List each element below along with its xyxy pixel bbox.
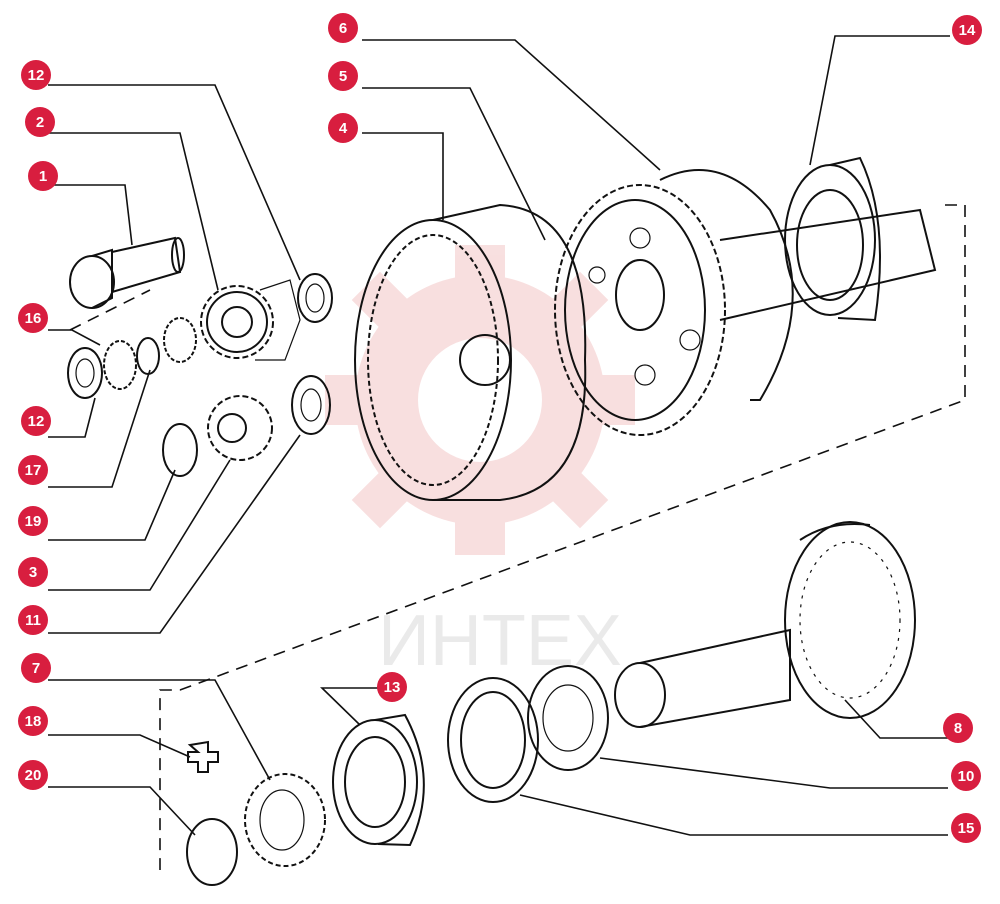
callout-18: 18: [18, 706, 48, 736]
part-10-spacer: [527, 665, 609, 771]
callout-3: 3: [18, 557, 48, 587]
callout-7: 7: [21, 653, 51, 683]
assembly-dashed-lines: [69, 204, 966, 870]
callout-10: 10: [951, 761, 981, 791]
callout-1: 1: [28, 161, 58, 191]
watermark-text: ИНТЕХ: [378, 601, 622, 681]
callout-8-label: 8: [954, 720, 962, 737]
callout-20-label: 20: [25, 767, 42, 784]
callout-12-bottom-label: 12: [28, 413, 45, 430]
part-8-hub-shaft: [614, 521, 916, 728]
callout-6: 6: [328, 13, 358, 43]
callout-11: 11: [18, 605, 48, 635]
part-14-bearing: [784, 156, 881, 322]
callout-16-label: 16: [25, 310, 42, 327]
callout-12-top-label: 12: [28, 67, 45, 84]
leader-lines: [48, 35, 950, 836]
part-18-key: [187, 740, 219, 773]
watermark: ИНТЕХ: [325, 245, 635, 681]
part-15-seal: [447, 677, 539, 803]
callout-20: 20: [18, 760, 48, 790]
callout-3-label: 3: [29, 564, 37, 581]
part-13-bearing: [332, 713, 425, 847]
callout-12-bottom: 12: [21, 406, 51, 436]
callout-19: 19: [18, 506, 48, 536]
part-6-circlip: [659, 169, 794, 401]
callout-5: 5: [328, 61, 358, 91]
callout-5-label: 5: [339, 68, 347, 85]
part-2-planet-gear: [200, 279, 301, 361]
part-11-washer: [291, 375, 331, 435]
callout-16: 16: [18, 303, 48, 333]
callout-10-label: 10: [958, 768, 975, 785]
callout-8: 8: [943, 713, 973, 743]
callouts: 6 14 12 5 2 4 1 16 12 17 19 3 11 7 13 18…: [18, 13, 982, 843]
callout-2: 2: [25, 107, 55, 137]
callout-4-label: 4: [339, 120, 348, 137]
part-16-needle-bearing: [103, 317, 197, 390]
part-19-snap-ring: [162, 423, 198, 477]
callout-4: 4: [328, 113, 358, 143]
watermark-gear-icon: [325, 245, 635, 555]
callout-15-label: 15: [958, 820, 975, 837]
part-3-small-gear: [207, 395, 273, 461]
part-5-planet-carrier: [554, 184, 937, 436]
part-1-pin: [69, 236, 185, 309]
callout-18-label: 18: [25, 713, 42, 730]
callout-17-label: 17: [25, 462, 42, 479]
callout-13-label: 13: [384, 679, 401, 696]
part-20-circlip: [186, 818, 238, 886]
callout-2-label: 2: [36, 114, 44, 131]
part-12-washer-left: [67, 347, 103, 399]
callout-7-label: 7: [32, 660, 40, 677]
callout-17: 17: [18, 455, 48, 485]
callout-15: 15: [951, 813, 981, 843]
callout-14: 14: [952, 15, 982, 45]
part-12-washer-top: [297, 273, 333, 323]
callout-14-label: 14: [959, 22, 976, 39]
callout-1-label: 1: [39, 168, 47, 185]
callout-11-label: 11: [25, 612, 41, 629]
callout-19-label: 19: [25, 513, 42, 530]
callout-12-top: 12: [21, 60, 51, 90]
part-4-ring-gear: [354, 203, 587, 501]
callout-13: 13: [377, 672, 407, 702]
callout-6-label: 6: [339, 20, 347, 37]
part-7-spline-gear: [244, 773, 326, 867]
